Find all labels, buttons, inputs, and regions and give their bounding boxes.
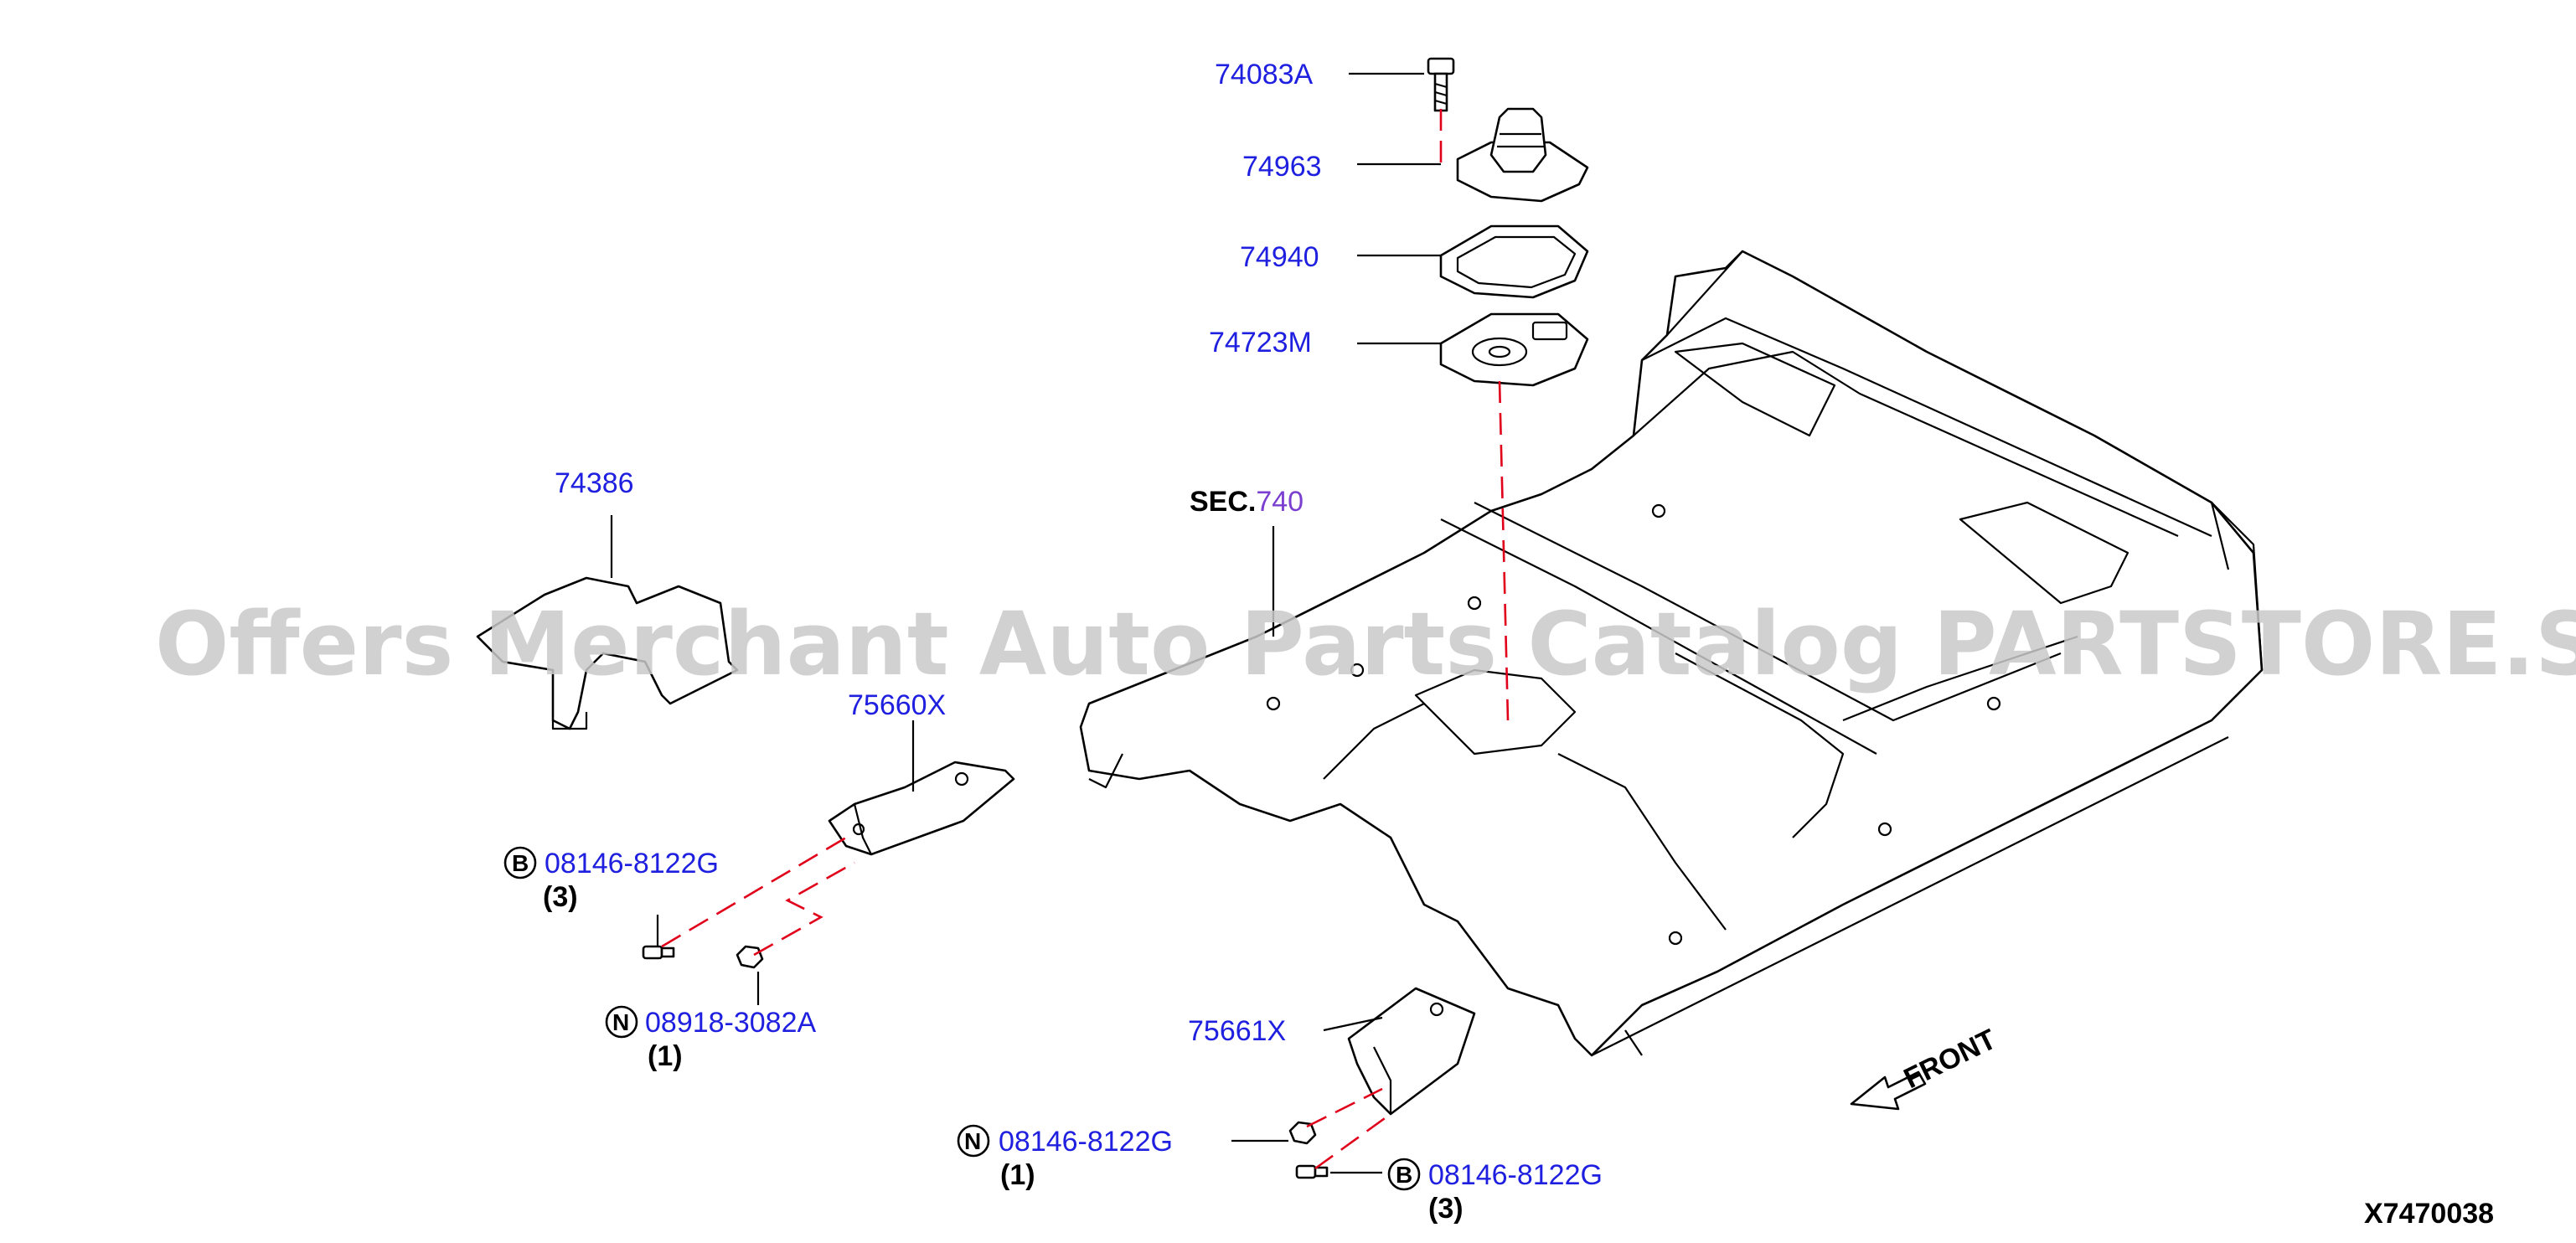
diagram-id: X7470038 bbox=[2364, 1198, 2494, 1230]
bracket-74386 bbox=[476, 576, 739, 730]
nut-right-glyph bbox=[1288, 1121, 1317, 1145]
guide-lines bbox=[661, 109, 1510, 1170]
leader-lines bbox=[610, 72, 1441, 1174]
bolt-symbol-letter: B bbox=[512, 850, 529, 876]
bracket-75661x bbox=[1347, 987, 1476, 1116]
bolt-left-glyph bbox=[642, 945, 675, 960]
bolt-left-qty: (3) bbox=[543, 881, 578, 913]
nut-left-number[interactable]: 08918-3082A bbox=[645, 1007, 817, 1039]
bolt-left-number[interactable]: 08146-8122G bbox=[545, 848, 719, 879]
nut-right-number[interactable]: 08146-8122G bbox=[999, 1126, 1173, 1158]
label-74963[interactable]: 74963 bbox=[1242, 151, 1322, 183]
floor-panel bbox=[1079, 250, 2264, 1057]
label-75660x[interactable]: 75660X bbox=[848, 689, 946, 721]
bolt-symbol-icon bbox=[503, 846, 537, 879]
nut-right-qty: (1) bbox=[1000, 1159, 1035, 1191]
section-prefix: SEC. bbox=[1190, 486, 1256, 518]
fastener-nut-right[interactable]: N 08146-8122G (1) bbox=[957, 1124, 1173, 1191]
front-arrow-icon bbox=[1850, 1070, 1927, 1111]
gasket-74940 bbox=[1439, 224, 1589, 299]
fastener-bolt-left[interactable]: B 08146-8122G (3) bbox=[503, 846, 719, 913]
label-75661x[interactable]: 75661X bbox=[1188, 1015, 1286, 1047]
bolt-symbol-icon bbox=[1387, 1158, 1421, 1191]
label-74083a[interactable]: 74083A bbox=[1215, 59, 1314, 90]
nut-symbol-letter: N bbox=[964, 1128, 981, 1154]
nut-symbol-icon bbox=[957, 1124, 990, 1158]
section-number[interactable]: 740 bbox=[1256, 486, 1303, 518]
bolt-right-qty: (3) bbox=[1428, 1193, 1464, 1225]
nut-left-qty: (1) bbox=[648, 1040, 683, 1072]
gear-boot-74963 bbox=[1456, 107, 1589, 203]
section-ref[interactable]: SEC.740 bbox=[1190, 486, 1303, 518]
label-74386[interactable]: 74386 bbox=[555, 467, 634, 499]
label-74723m[interactable]: 74723M bbox=[1209, 327, 1312, 358]
fastener-bolt-right[interactable]: B 08146-8122G (3) bbox=[1387, 1158, 1603, 1225]
fastener-nut-left[interactable]: N 08918-3082A (1) bbox=[605, 1005, 817, 1072]
bolt-right-number[interactable]: 08146-8122G bbox=[1428, 1159, 1603, 1191]
bolt-right-glyph bbox=[1295, 1164, 1329, 1179]
front-label: FRONT bbox=[1899, 1024, 2001, 1096]
watermark: Offers Merchant Auto Parts Catalog PARTS… bbox=[155, 593, 2576, 695]
bolt-74083a bbox=[1427, 57, 1455, 112]
nut-symbol-letter: N bbox=[612, 1009, 629, 1035]
label-74940[interactable]: 74940 bbox=[1240, 241, 1319, 273]
bracket-75660x bbox=[828, 761, 1015, 856]
nut-left-glyph bbox=[736, 945, 764, 969]
bolt-symbol-letter: B bbox=[1396, 1162, 1412, 1188]
plate-74723m bbox=[1439, 312, 1589, 387]
nut-symbol-icon bbox=[605, 1005, 638, 1039]
